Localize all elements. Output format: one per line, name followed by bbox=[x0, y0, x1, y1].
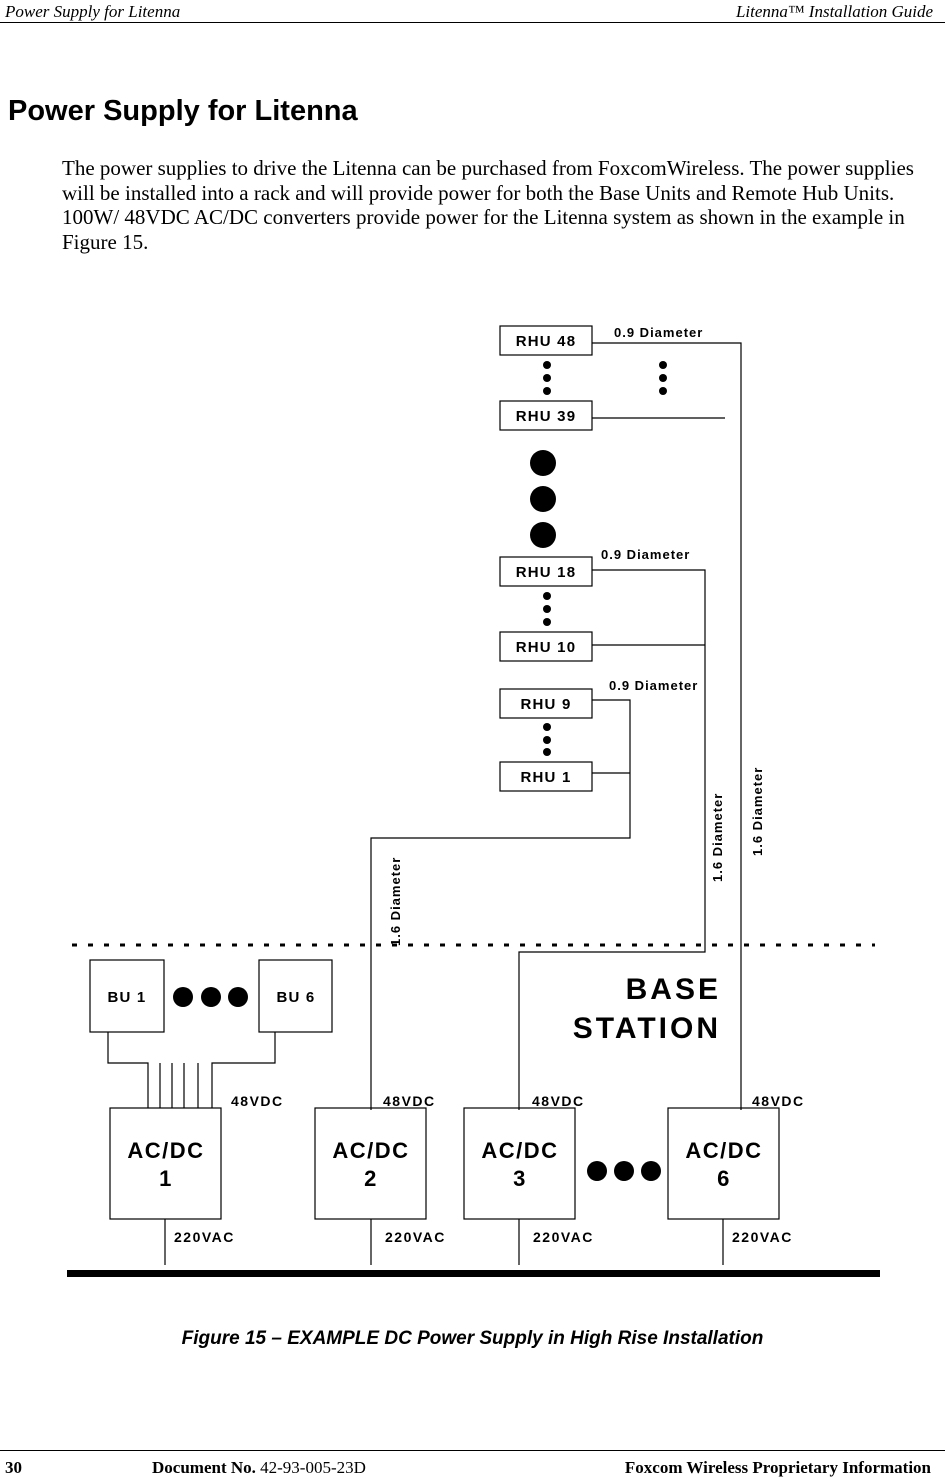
acdc-3-number: 3 bbox=[513, 1166, 527, 1191]
rhu-18-box bbox=[499, 556, 593, 587]
ellipsis-dot-medium bbox=[228, 987, 248, 1007]
dc-label: 48VDC bbox=[231, 1093, 284, 1109]
bu-6-label: BU 6 bbox=[277, 989, 316, 1006]
rhu-10-box bbox=[499, 631, 593, 662]
document-number: Document No. 42-93-005-23D bbox=[152, 1458, 366, 1478]
ac-label: 220VAC bbox=[385, 1229, 446, 1245]
acdc-2-title: AC/DC bbox=[332, 1138, 409, 1163]
header-right: Litenna™ Installation Guide bbox=[735, 2, 933, 21]
ellipsis-dot-large bbox=[530, 450, 556, 476]
thin-cable-label: 0.9 Diameter bbox=[601, 547, 690, 562]
ellipsis-dot bbox=[543, 618, 551, 626]
acdc-3-title: AC/DC bbox=[481, 1138, 558, 1163]
acdc-6-number: 6 bbox=[717, 1166, 731, 1191]
header-left: Power Supply for Litenna bbox=[5, 2, 181, 21]
bu-1-box bbox=[89, 959, 165, 1033]
page-number: 30 bbox=[5, 1458, 22, 1477]
ac-label: 220VAC bbox=[533, 1229, 594, 1245]
bu-1-label: BU 1 bbox=[108, 989, 147, 1006]
base-station-label-1: BASE bbox=[626, 973, 721, 1006]
wire-bu6 bbox=[211, 1032, 276, 1108]
rhu-10-label: RHU 10 bbox=[516, 639, 577, 656]
wire-bu1 bbox=[107, 1032, 149, 1108]
thick-cable-label: 1.6 Diameter bbox=[388, 857, 403, 946]
acdc-1-title: AC/DC bbox=[127, 1138, 204, 1163]
paragraph-1: The power supplies to drive the Litenna … bbox=[62, 156, 914, 205]
acdc-6-title: AC/DC bbox=[685, 1138, 762, 1163]
body-text: The power supplies to drive the Litenna … bbox=[62, 156, 922, 254]
ellipsis-dot-large bbox=[530, 486, 556, 512]
cable-rhu18 bbox=[518, 569, 706, 1110]
ellipsis-dot bbox=[543, 374, 551, 382]
thick-cable-label: 1.6 Diameter bbox=[750, 767, 765, 856]
thick-cable-label: 1.6 Diameter bbox=[710, 793, 725, 882]
ellipsis-dot bbox=[659, 374, 667, 382]
acdc-2-number: 2 bbox=[364, 1166, 378, 1191]
rhu-18-label: RHU 18 bbox=[516, 564, 577, 581]
ac-bus-bar bbox=[67, 1270, 880, 1277]
bu-6-box bbox=[258, 959, 333, 1033]
header-rule bbox=[0, 22, 945, 23]
ellipsis-dot-medium bbox=[641, 1161, 661, 1181]
thin-cable-label: 0.9 Diameter bbox=[609, 678, 698, 693]
ac-label: 220VAC bbox=[174, 1229, 235, 1245]
rhu-1-label: RHU 1 bbox=[520, 769, 571, 786]
acdc-3-box bbox=[463, 1107, 576, 1220]
footer-right: Foxcom Wireless Proprietary Information bbox=[624, 1458, 931, 1477]
rhu-1-box bbox=[499, 761, 593, 792]
figure-caption: Figure 15 – EXAMPLE DC Power Supply in H… bbox=[181, 1328, 764, 1349]
acdc-6-box bbox=[667, 1107, 780, 1220]
paragraph-2: 100W/ 48VDC AC/DC converters provide pow… bbox=[62, 205, 905, 254]
dc-label: 48VDC bbox=[532, 1093, 585, 1109]
rhu-48-box bbox=[499, 325, 593, 356]
ellipsis-dot bbox=[543, 361, 551, 369]
ellipsis-dot bbox=[543, 592, 551, 600]
ellipsis-dot bbox=[659, 361, 667, 369]
rhu-9-label: RHU 9 bbox=[520, 696, 571, 713]
dc-label: 48VDC bbox=[752, 1093, 805, 1109]
section-title: Power Supply for Litenna bbox=[8, 95, 358, 127]
ellipsis-dot-large bbox=[530, 522, 556, 548]
ac-label: 220VAC bbox=[732, 1229, 793, 1245]
thin-cable-label: 0.9 Diameter bbox=[614, 325, 703, 340]
ellipsis-dot bbox=[659, 387, 667, 395]
ellipsis-dot-medium bbox=[614, 1161, 634, 1181]
acdc-1-box bbox=[109, 1107, 222, 1220]
rhu-39-label: RHU 39 bbox=[516, 408, 577, 425]
ellipsis-dot-medium bbox=[587, 1161, 607, 1181]
rhu-9-box bbox=[499, 688, 593, 719]
ellipsis-dot bbox=[543, 723, 551, 731]
ellipsis-dot-medium bbox=[173, 987, 193, 1007]
cable-rhu48 bbox=[592, 342, 742, 1110]
document-label: Document No. bbox=[152, 1458, 256, 1477]
base-station-label-2: STATION bbox=[573, 1012, 721, 1045]
acdc-2-box bbox=[314, 1107, 427, 1220]
dc-label: 48VDC bbox=[383, 1093, 436, 1109]
ellipsis-dot-medium bbox=[201, 987, 221, 1007]
ellipsis-dot bbox=[543, 736, 551, 744]
rhu-39-box bbox=[499, 400, 593, 431]
ellipsis-dot bbox=[543, 387, 551, 395]
document-id: 42-93-005-23D bbox=[260, 1458, 366, 1477]
ellipsis-dot bbox=[543, 748, 551, 756]
cable-rhu9 bbox=[370, 699, 631, 1110]
rhu-48-label: RHU 48 bbox=[516, 333, 577, 350]
acdc-1-number: 1 bbox=[159, 1166, 173, 1191]
ellipsis-dot bbox=[543, 605, 551, 613]
footer-rule bbox=[0, 1450, 945, 1451]
